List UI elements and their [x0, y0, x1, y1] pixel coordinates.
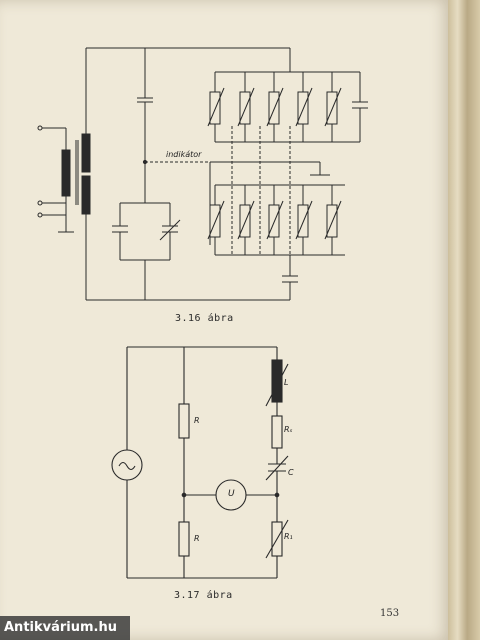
- indicator-label: indikátor: [166, 150, 202, 159]
- page-number: 153: [380, 608, 400, 619]
- l-label: L: [284, 378, 289, 387]
- u-label: U: [228, 489, 235, 499]
- rt-label: R₁: [284, 532, 293, 541]
- rs-label: Rₛ: [284, 425, 293, 434]
- book-page: [0, 0, 452, 640]
- r-bottom-label: R: [194, 534, 200, 543]
- c-label: C: [288, 468, 294, 477]
- r-top-label: R: [194, 416, 200, 425]
- figure-3-17-caption: 3.17 ábra: [174, 590, 233, 601]
- page-edges: [448, 0, 480, 640]
- watermark: Antikvárium.hu: [0, 616, 130, 640]
- figure-3-16-caption: 3.16 ábra: [175, 313, 234, 324]
